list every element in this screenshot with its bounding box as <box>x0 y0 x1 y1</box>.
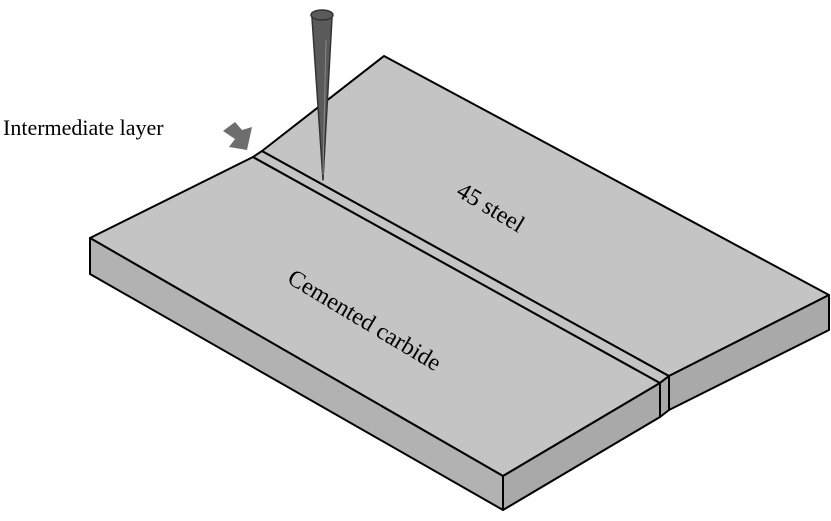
welding-torch-icon <box>310 9 334 181</box>
seam-line-lower <box>252 156 661 384</box>
seam-line-upper <box>261 150 670 377</box>
steel-end-face <box>668 294 830 411</box>
intermediate-layer-end-face <box>659 375 670 418</box>
arrow-right-icon <box>223 122 252 150</box>
intermediate-layer-label: Intermediate layer <box>3 115 164 140</box>
